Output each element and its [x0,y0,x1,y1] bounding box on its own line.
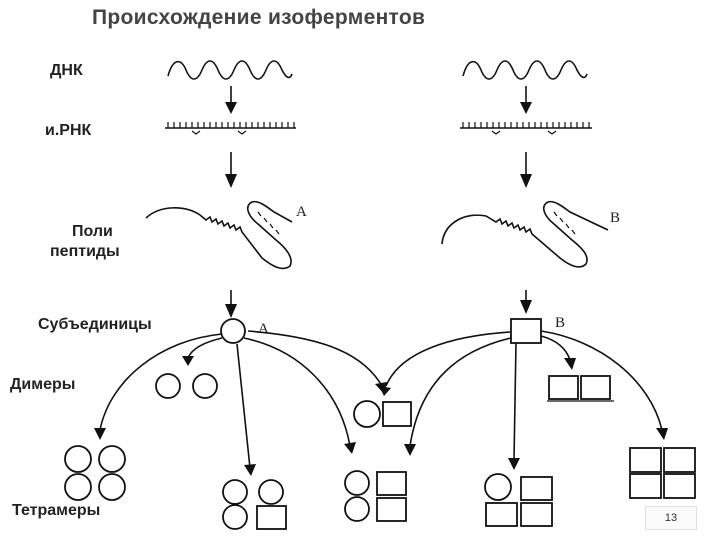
label-polypeptides-line1: Поли [72,223,113,240]
label-dna: ДНК [50,62,83,79]
dna-wave-right [462,60,588,80]
arrow-b-to-dimer-bb [540,335,576,370]
arrow-b-to-tetramer-abbb [508,342,520,470]
dimer-bb [547,375,614,402]
dimer-ab [353,400,412,428]
arrow-dna-to-mrna-right [520,86,532,114]
chain-letter-right: B [610,210,621,226]
polypeptide-chain-right [441,200,609,268]
arrow-peptide-to-subunit-right [520,290,532,314]
tetramer-aabb [344,470,407,522]
tetramer-bbbb [629,447,696,499]
tetramer-abbb [484,473,553,527]
mrna-strand-left [165,122,296,135]
tetramer-aaab [222,479,287,530]
arrow-b-to-dimer-ab [379,331,511,396]
arrow-mrna-to-peptide-right [520,152,532,188]
label-tetramers: Тетрамеры [12,502,101,519]
arrow-a-to-tetramer-aaab [236,343,256,476]
label-polypeptides-line2: пептиды [50,243,120,260]
dna-wave-left [167,60,293,80]
dimer-aa [155,373,218,399]
arrow-a-to-tetramer-aaaa [94,333,223,440]
chain-letter-left: A [296,204,307,220]
tetramer-aaaa [64,445,126,501]
subunit-a-circle [220,318,246,344]
subunit-letter-left: A [258,321,269,337]
subunit-letter-right: B [555,315,566,331]
arrow-dna-to-mrna-left [225,86,237,114]
arrow-b-to-tetramer-aabb [404,337,512,456]
arrow-a-to-dimer-ab [247,330,387,394]
polypeptide-chain-left [145,200,293,270]
label-mrna: и.РНК [45,122,92,139]
arrow-a-to-tetramer-aabb [243,337,356,454]
page-number: 13 [645,506,697,530]
label-dimers: Димеры [10,376,76,393]
arrow-mrna-to-peptide-left [225,152,237,188]
arrow-a-to-dimer-aa [182,337,223,366]
subunit-b-square [510,318,542,344]
mrna-strand-right [460,122,592,135]
arrow-peptide-to-subunit-left [225,290,237,318]
label-subunits: Субъединицы [38,316,152,333]
slide-title: Происхождение изоферментов [92,6,426,29]
arrow-b-to-tetramer-bbbb [540,330,668,440]
